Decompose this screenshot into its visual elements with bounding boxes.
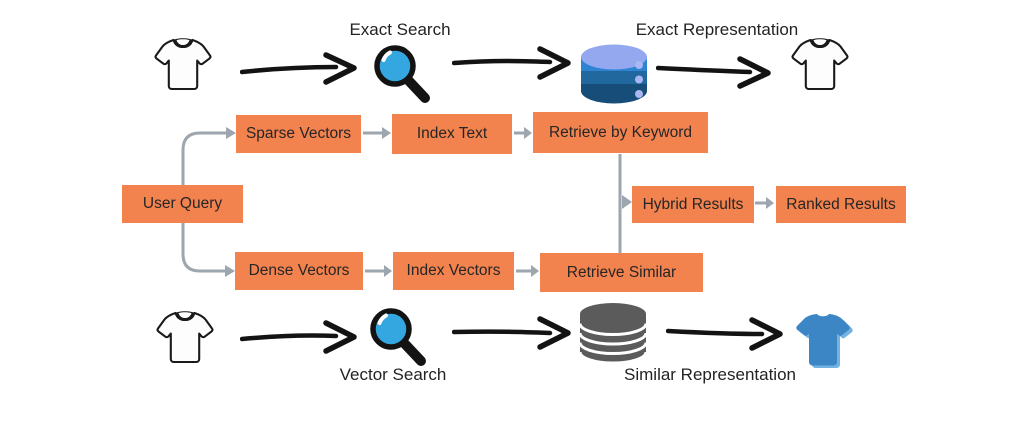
- tshirt-blue-icon: [793, 310, 855, 370]
- tshirt-outline-icon: [153, 35, 213, 95]
- database-blue-icon: [579, 42, 649, 106]
- arrowhead-to-hybrid-icon: [622, 195, 632, 209]
- connector-user-query-to-sparse: [181, 131, 226, 185]
- vector-search-label: Vector Search: [339, 365, 447, 384]
- node-sparse-vectors: Sparse Vectors: [236, 115, 361, 153]
- node-user-query: User Query: [122, 185, 243, 223]
- exact-representation-label: Exact Representation: [635, 20, 799, 39]
- node-dense-vectors: Dense Vectors: [235, 252, 363, 290]
- node-retrieve-similar: Retrieve Similar: [540, 253, 703, 292]
- node-ranked-results: Ranked Results: [776, 186, 906, 223]
- similar-representation-label: Similar Representation: [624, 365, 796, 384]
- arrow-right-icon: [240, 320, 357, 354]
- magnifier-icon: [368, 41, 434, 105]
- arrow-right-icon: [666, 317, 783, 351]
- arrowhead-to-ranked-icon: [766, 197, 774, 209]
- arrowhead-to-index-text-icon: [382, 127, 391, 139]
- arrowhead-to-dense-icon: [225, 265, 235, 277]
- arrowhead-to-sparse-icon: [226, 127, 236, 139]
- arrow-right-icon: [656, 56, 771, 89]
- arrow-right-icon: [452, 316, 571, 350]
- node-index-vectors: Index Vectors: [393, 252, 514, 290]
- exact-search-label: Exact Search: [349, 20, 451, 39]
- tshirt-outline-icon: [155, 308, 215, 368]
- node-retrieve-by-keyword: Retrieve by Keyword: [533, 112, 708, 153]
- connector-user-query-to-dense: [181, 222, 225, 273]
- arrowhead-to-retrieve-keyword-icon: [524, 127, 532, 139]
- arrowhead-to-index-vectors-icon: [384, 265, 392, 277]
- node-hybrid-results: Hybrid Results: [632, 186, 754, 223]
- arrow-right-icon: [452, 46, 571, 80]
- arrow-right-icon: [240, 52, 357, 85]
- magnifier-icon: [364, 304, 430, 368]
- node-index-text: Index Text: [392, 114, 512, 154]
- database-gray-icon: [578, 301, 648, 365]
- arrowhead-to-retrieve-similar-icon: [531, 265, 539, 277]
- tshirt-outline-icon: [790, 35, 850, 95]
